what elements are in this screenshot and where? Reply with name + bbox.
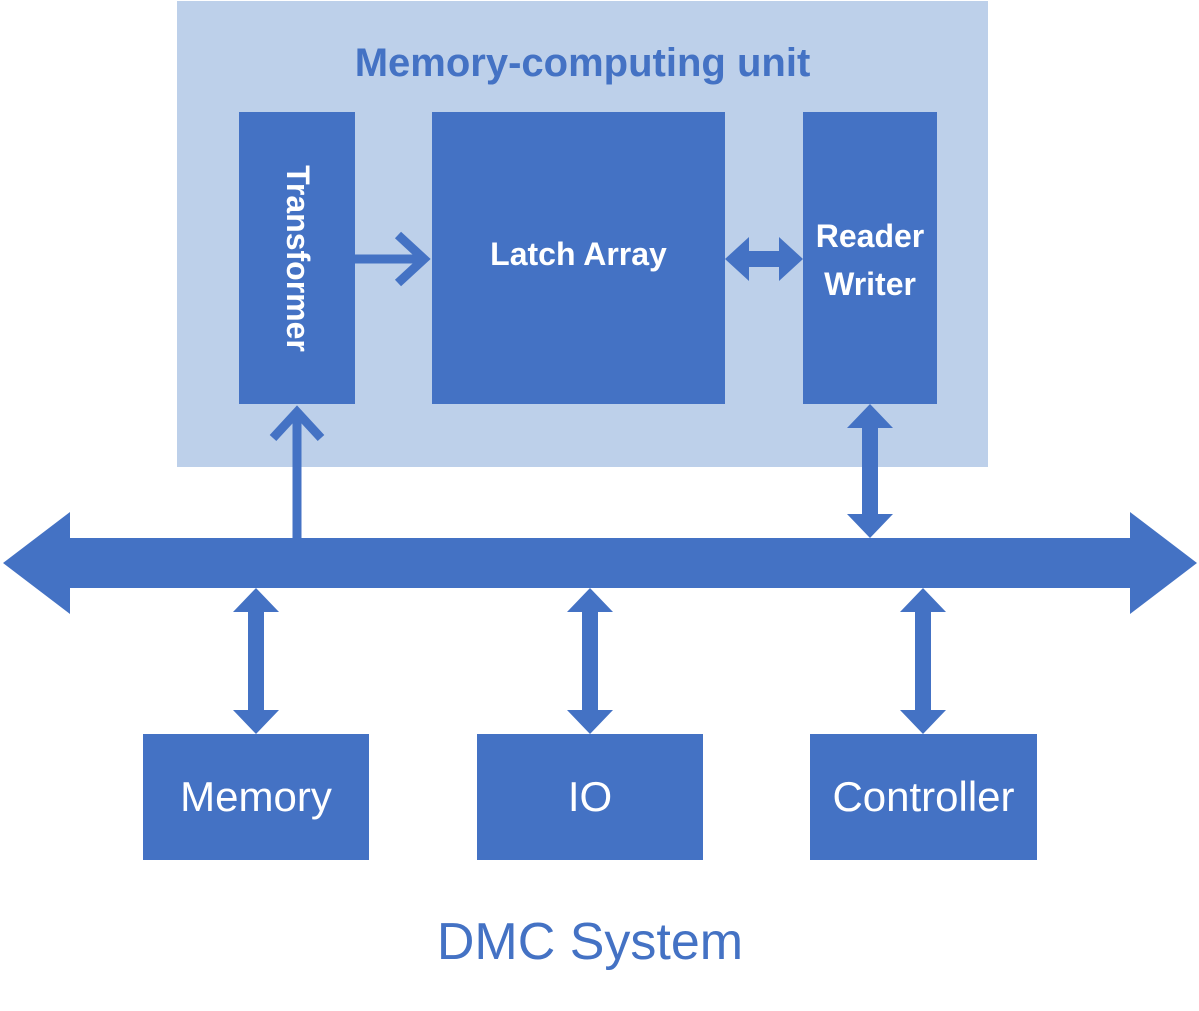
transformer-to-latch-arrow — [355, 231, 431, 287]
reader-writer-block: Reader Writer — [803, 112, 937, 404]
io-block: IO — [477, 734, 703, 860]
system-title: DMC System — [436, 913, 744, 971]
reader-writer-bus-arrow — [847, 404, 893, 538]
io-label: IO — [567, 773, 613, 820]
controller-label: Controller — [832, 773, 1015, 820]
memory-label: Memory — [180, 773, 332, 820]
latch-array-block: Latch Array — [432, 112, 725, 404]
memory-computing-unit-title: Memory-computing unit — [354, 41, 811, 85]
bus-io-arrow — [567, 588, 613, 734]
reader-writer-label: Reader Writer — [816, 212, 925, 308]
memory-block: Memory — [143, 734, 369, 860]
bus-memory-arrow — [233, 588, 279, 734]
latch-reader-writer-arrow — [725, 237, 803, 281]
bus-controller-arrow — [900, 588, 946, 734]
reader-label: Reader — [815, 218, 925, 254]
transformer-block: Transformer — [239, 112, 355, 404]
controller-block: Controller — [810, 734, 1037, 860]
bus-to-transformer-arrow — [269, 405, 325, 538]
latch-array-label: Latch Array — [490, 236, 667, 272]
system-bus-arrow — [3, 512, 1197, 614]
writer-label: Writer — [824, 266, 916, 302]
